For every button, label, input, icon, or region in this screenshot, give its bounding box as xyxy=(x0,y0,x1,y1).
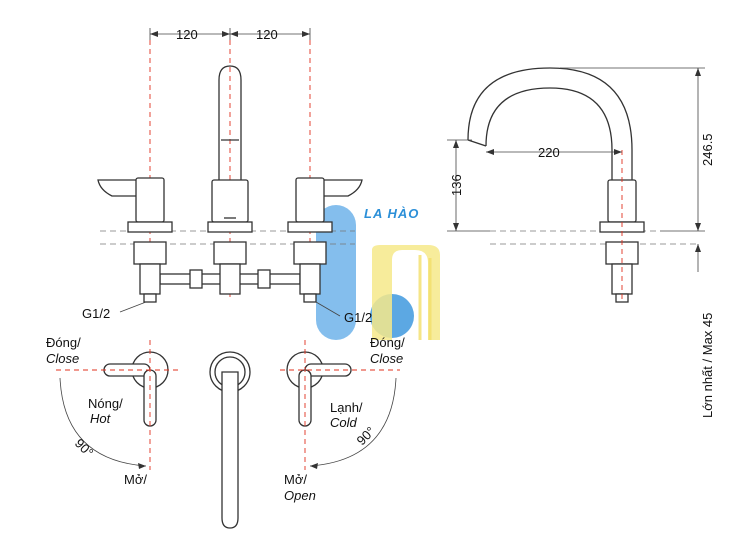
watermark-text: LA HÀO xyxy=(364,206,419,221)
right-open-en: Open xyxy=(284,488,316,503)
right-cold-vi: Lạnh/ xyxy=(330,400,363,415)
watermark-logo: LA HÀO xyxy=(316,205,440,340)
left-hot-vi: Nóng/ xyxy=(88,396,123,411)
right-close-en: Close xyxy=(370,351,403,366)
dimension-total-height: 246.5 xyxy=(700,133,715,166)
deck-thickness-note: Lớn nhất / Max 45 xyxy=(700,313,715,418)
left-hot-en: Hot xyxy=(90,411,112,426)
top-dimension-lines: 120 120 xyxy=(149,27,311,42)
spout-top-view xyxy=(209,351,251,529)
left-close-en: Close xyxy=(46,351,79,366)
dimension-spout-height: 136 xyxy=(449,174,464,196)
left-thread-label: G1/2 xyxy=(82,306,110,321)
left-angle: 90° xyxy=(72,436,97,461)
left-close-vi: Đóng/ xyxy=(46,335,81,350)
front-view xyxy=(97,65,363,303)
right-thread-label: G1/2 xyxy=(344,310,372,325)
right-close-vi: Đóng/ xyxy=(370,335,405,350)
right-handle-top-view: Đóng/ Close Lạnh/ Cold 90° Mở/ Open xyxy=(280,335,405,503)
right-angle: 90° xyxy=(354,424,379,449)
left-handle-top-view: Đóng/ Close Nóng/ Hot 90° Mở/ xyxy=(46,335,180,487)
side-dimensions: 220 136 246.5 Lớn nhất / Max 45 xyxy=(447,67,715,418)
right-open-vi: Mở/ xyxy=(284,472,307,487)
dimension-right-spacing: 120 xyxy=(256,27,278,42)
dimension-spout-reach: 220 xyxy=(538,145,560,160)
dimension-left-spacing: 120 xyxy=(176,27,198,42)
side-view xyxy=(467,67,645,303)
left-open-vi: Mở/ xyxy=(124,472,147,487)
right-cold-en: Cold xyxy=(330,415,358,430)
thread-labels: G1/2 G1/2 xyxy=(82,301,372,325)
